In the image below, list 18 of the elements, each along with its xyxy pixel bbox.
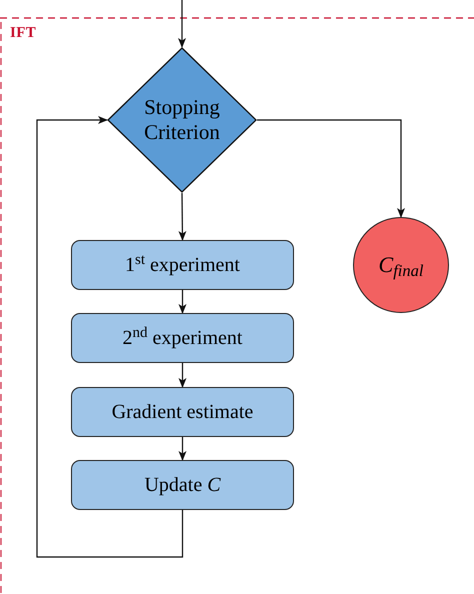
node-label: Update C bbox=[144, 473, 221, 497]
process-box bbox=[71, 460, 294, 510]
node-label: 1$^{st}$ experiment bbox=[125, 253, 240, 277]
process-box bbox=[71, 240, 294, 290]
arrow bbox=[178, 290, 186, 314]
node-label: 2$^{nd}$ experiment bbox=[122, 326, 242, 350]
node-label: Gradient estimate bbox=[112, 400, 254, 424]
process-box bbox=[71, 313, 294, 363]
region-label: IFT bbox=[10, 24, 36, 43]
arrow bbox=[257, 119, 405, 218]
arrow bbox=[178, 0, 186, 48]
arrow bbox=[178, 193, 186, 241]
node-label: C$_{final}$ bbox=[378, 252, 424, 278]
node-label: Stopping Criterion bbox=[143, 94, 221, 146]
process-box bbox=[71, 387, 294, 437]
arrow bbox=[36, 116, 184, 558]
arrow bbox=[178, 363, 186, 388]
arrow bbox=[178, 437, 186, 461]
